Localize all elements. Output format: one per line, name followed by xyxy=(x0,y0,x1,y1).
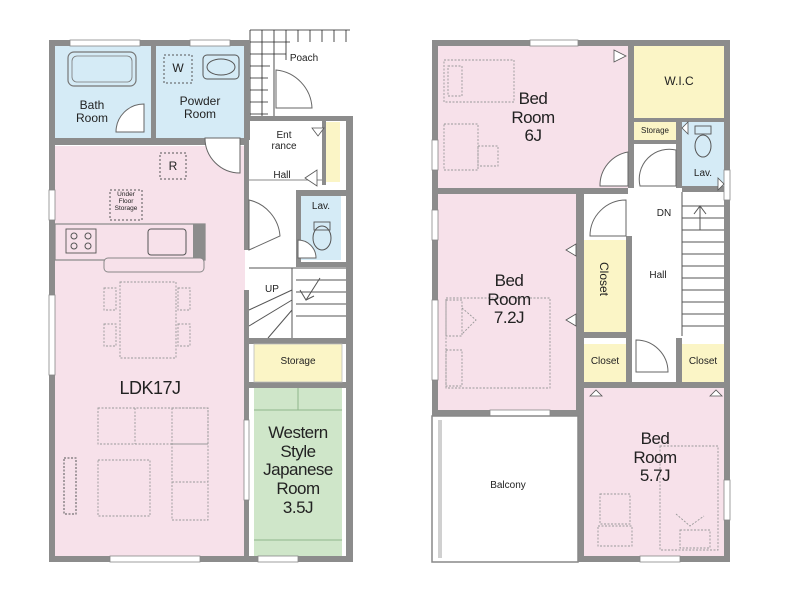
bed6j-fill xyxy=(438,46,628,188)
powder-fill xyxy=(156,46,244,138)
tv-stand xyxy=(63,457,77,515)
hall-1f-label: Hall xyxy=(273,170,291,181)
first-floor xyxy=(48,29,353,563)
toilet-2f xyxy=(694,134,712,158)
sofa xyxy=(97,407,209,521)
washer-box xyxy=(163,54,193,84)
toilet-1f xyxy=(312,225,332,251)
second-floor xyxy=(431,39,731,563)
bed57j-fill xyxy=(584,388,724,556)
stairs-down xyxy=(681,192,724,336)
fridge-box xyxy=(159,152,187,180)
closet-vertical-label: Closet xyxy=(597,262,611,297)
powder-sink xyxy=(202,54,240,80)
tatami-fill xyxy=(254,388,342,556)
stair-down-label: DN xyxy=(656,208,672,219)
stove xyxy=(65,228,97,254)
stair-up-label: UP xyxy=(265,284,279,295)
wic-label: W.I.C xyxy=(664,74,694,88)
fridge-label: R xyxy=(168,159,178,173)
ldk-label: LDK17J xyxy=(119,378,181,398)
storage-1f-label: Storage xyxy=(280,356,316,367)
kitchen-sink xyxy=(147,228,187,256)
balcony-label: Balcony xyxy=(490,480,526,491)
closet-right-label: Closet xyxy=(688,356,718,367)
bed72j-furniture xyxy=(445,297,551,389)
ldk-fill xyxy=(55,146,245,556)
closet-left-label: Closet xyxy=(590,356,620,367)
closet-left-fill xyxy=(584,344,626,382)
tatami-lines xyxy=(254,388,342,541)
washer-label: W xyxy=(172,61,184,75)
lavatory-1f-label: Lav. xyxy=(311,201,331,212)
closet-vert-fill xyxy=(584,240,626,332)
storage-2f-label: Storage xyxy=(640,126,670,135)
balcony-outline xyxy=(431,415,579,563)
stairs-up xyxy=(248,267,346,339)
first-floor-windows xyxy=(48,39,299,563)
storage1-fill xyxy=(254,344,342,382)
closet-right-fill xyxy=(682,344,724,382)
bathtub xyxy=(67,51,137,87)
bed72j-fill xyxy=(438,194,576,410)
wic-fill xyxy=(634,46,724,118)
storage2-fill xyxy=(634,122,676,140)
kitchen-counter xyxy=(54,223,206,261)
bed6j-furniture xyxy=(443,59,515,171)
hall-2f-label: Hall xyxy=(649,270,667,281)
bed57j-furniture xyxy=(597,445,719,551)
lavatory-2f-label: Lav. xyxy=(693,168,713,179)
second-floor-windows xyxy=(431,39,731,563)
dining-set xyxy=(103,281,191,359)
entrance-shelf-fill xyxy=(326,122,340,182)
poach-label: Poach xyxy=(289,53,319,64)
lav2-fill xyxy=(682,122,724,186)
